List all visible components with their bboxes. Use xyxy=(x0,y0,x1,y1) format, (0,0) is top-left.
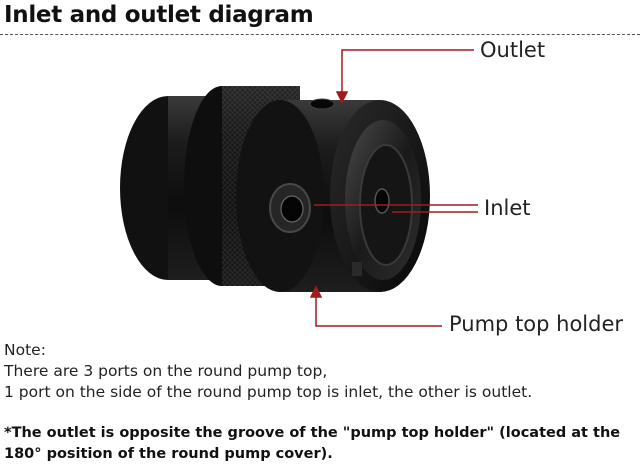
holder-arrowhead xyxy=(309,285,323,298)
side-inlet-port xyxy=(269,183,311,233)
warning-line-1: *The outlet is opposite the groove of th… xyxy=(4,425,621,441)
notes-line-2: 1 port on the side of the round pump top… xyxy=(4,383,533,401)
warning-line-2: 180° position of the round pump cover). xyxy=(4,446,333,462)
notes-line-1: There are 3 ports on the round pump top, xyxy=(4,362,328,380)
page-title: Inlet and outlet diagram xyxy=(4,2,314,28)
pump-top-holder-label: Pump top holder xyxy=(449,312,624,336)
holder-callout-line xyxy=(315,290,442,327)
front-face xyxy=(330,100,430,292)
center-port xyxy=(374,188,390,214)
callout-lines xyxy=(309,49,478,327)
notes-heading: Note: xyxy=(4,341,46,359)
outlet-warning: *The outlet is opposite the groove of th… xyxy=(4,423,636,465)
outlet-callout-line xyxy=(341,49,474,100)
top-outlet-port xyxy=(309,98,335,110)
dashed-divider xyxy=(0,34,640,35)
inlet-label: Inlet xyxy=(484,196,531,220)
pump-top-illustration xyxy=(120,49,478,327)
outlet-arrowhead xyxy=(335,91,349,104)
holder-groove xyxy=(352,262,362,276)
outlet-label: Outlet xyxy=(480,38,546,62)
notes-block: Note: There are 3 ports on the round pum… xyxy=(4,340,636,403)
